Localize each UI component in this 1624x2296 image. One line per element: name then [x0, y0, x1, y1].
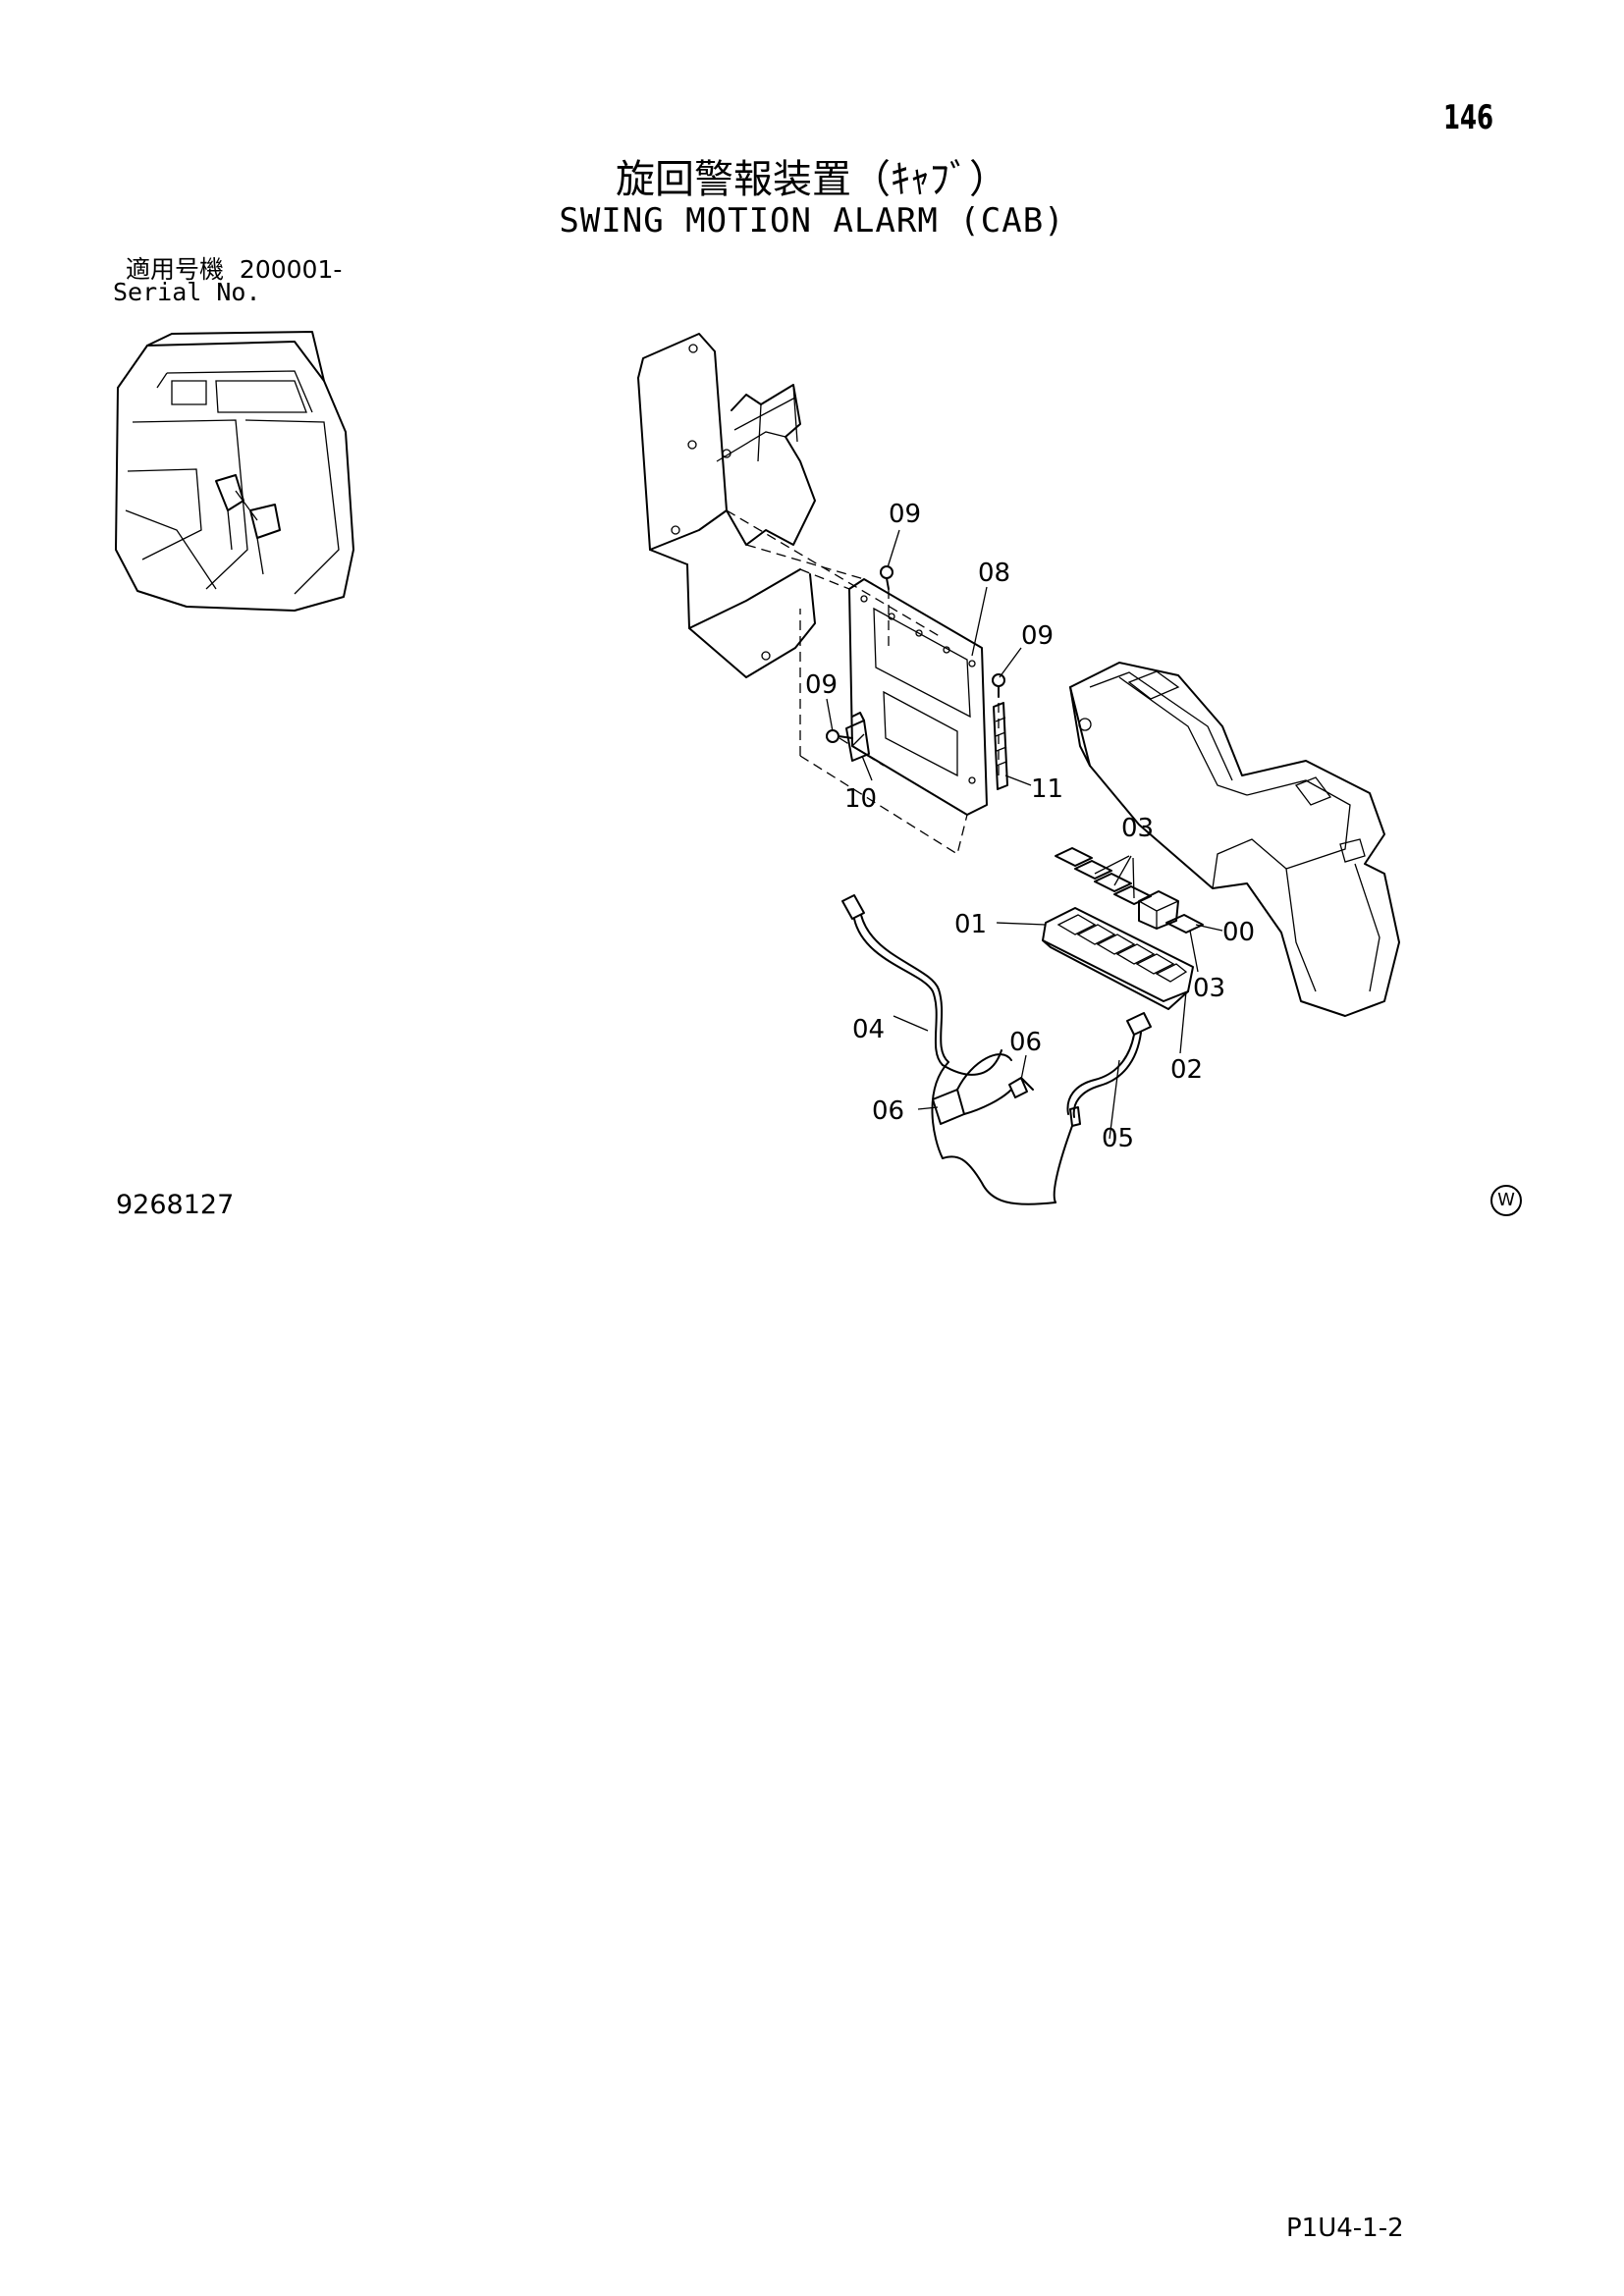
callout-06-left: 06 [872, 1096, 904, 1126]
title-japanese: 旋回警報装置（ｷｬﾌﾞ） [616, 157, 1008, 202]
page-number: 146 [1443, 98, 1494, 137]
blank-covers-03 [1055, 847, 1204, 934]
callout-06-right: 06 [1009, 1028, 1042, 1057]
callout-numbers: 09 08 09 09 10 11 03 01 00 03 04 06 02 0… [805, 500, 1255, 1153]
callout-01: 01 [954, 910, 987, 939]
serial-label-english: Serial No. [113, 278, 261, 306]
wire-harness-05 [942, 1012, 1152, 1205]
callout-09-right: 09 [1021, 621, 1054, 651]
title-english: SWING MOTION ALARM (CAB) [559, 201, 1065, 240]
callout-05: 05 [1102, 1124, 1134, 1153]
switch-panel-01 [1042, 907, 1194, 1010]
serial-label-jp-text: 適用号機 [126, 255, 225, 284]
callout-09-left: 09 [805, 670, 838, 700]
leader-lines [826, 529, 1223, 1140]
bracket-plate-08 [848, 578, 988, 816]
switch-00 [1138, 890, 1179, 930]
footer-code: P1U4-1-2 [1286, 2214, 1404, 2243]
bolt-09-top [880, 565, 893, 590]
seal-strip-11 [993, 702, 1008, 790]
relay-06-right [1008, 1077, 1034, 1098]
callout-11: 11 [1031, 774, 1063, 804]
mounting-bracket [637, 333, 816, 678]
bolt-09-right [992, 673, 1005, 698]
serial-range: 200001- [239, 255, 343, 284]
relay-06-left [932, 1053, 1012, 1125]
callout-08: 08 [978, 559, 1010, 588]
wire-harness-04 [841, 894, 1002, 1159]
callout-03-upper: 03 [1121, 814, 1154, 843]
operator-console [1069, 662, 1400, 1017]
callout-09-top: 09 [889, 500, 921, 529]
figure-number: 9268127 [116, 1190, 235, 1220]
callout-03-lower: 03 [1193, 974, 1225, 1003]
callout-04: 04 [852, 1015, 885, 1044]
alarm-buzzer-10 [845, 712, 870, 762]
callout-02: 02 [1170, 1055, 1203, 1085]
callout-10: 10 [844, 784, 877, 814]
w-mark-symbol: W [1490, 1185, 1522, 1216]
cab-overview-inset [115, 331, 354, 612]
callout-00: 00 [1222, 918, 1255, 947]
serial-label-japanese: 適用号機 200001- [126, 250, 342, 286]
assembly-guide-lines [726, 509, 1000, 856]
